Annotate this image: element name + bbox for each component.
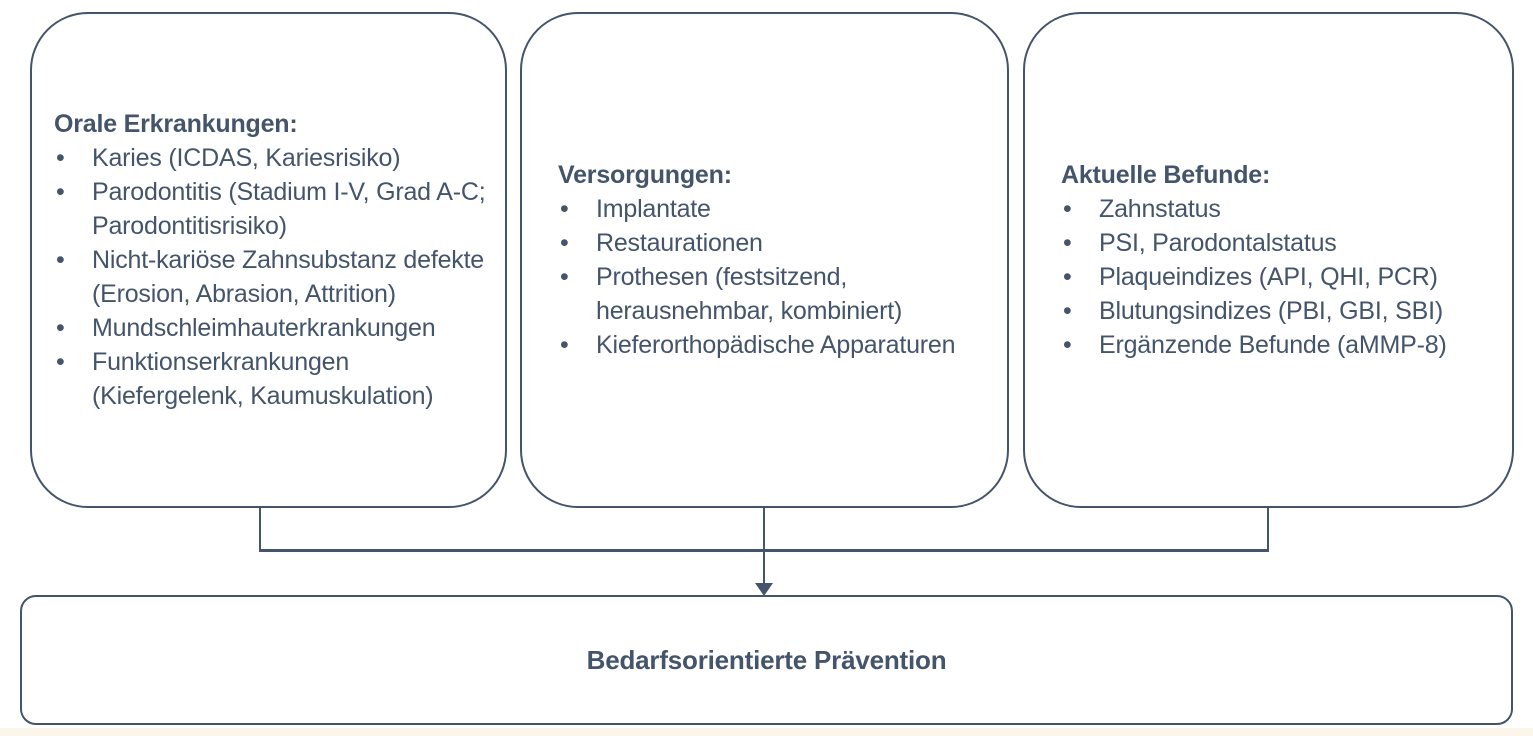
- list-item: Nicht-kariöse Zahnsubstanz defekte (Eros…: [54, 243, 487, 311]
- box-title: Orale Erkrankungen:: [54, 110, 298, 138]
- list-item: Blutungsindizes (PBI, GBI, SBI): [1061, 294, 1496, 328]
- box-aktuelle-befunde: Aktuelle Befunde: Zahnstatus PSI, Parodo…: [1023, 12, 1514, 508]
- bullet-list: Implantate Restaurationen Prothesen (fes…: [558, 192, 989, 362]
- list-item: Implantate: [558, 192, 989, 226]
- list-item: Mundschleimhauterkrankungen: [54, 311, 487, 345]
- list-item: Plaqueindizes (API, QHI, PCR): [1061, 260, 1496, 294]
- list-item: Prothesen (festsitzend, herausnehmbar, k…: [558, 260, 989, 328]
- box-title: Versorgungen:: [558, 161, 732, 189]
- list-item: Funktionserkrankungen (Kiefergelenk, Kau…: [54, 345, 487, 413]
- box-versorgungen: Versorgungen: Implantate Restaurationen …: [520, 12, 1009, 508]
- list-item: Kieferorthopädische Apparaturen: [558, 328, 989, 362]
- box-orale-erkrankungen: Orale Erkrankungen: Karies (ICDAS, Karie…: [30, 12, 507, 508]
- box-content: Aktuelle Befunde: Zahnstatus PSI, Parodo…: [1025, 158, 1512, 362]
- bullet-list: Karies (ICDAS, Kariesrisiko) Parodontiti…: [54, 141, 487, 413]
- list-item: Restaurationen: [558, 226, 989, 260]
- list-item: PSI, Parodontalstatus: [1061, 226, 1496, 260]
- connector-stem-right: [1266, 508, 1270, 551]
- bullet-list: Zahnstatus PSI, Parodontalstatus Plaquei…: [1061, 192, 1496, 362]
- connector-horizontal: [258, 549, 1270, 552]
- result-label: Bedarfsorientierte Prävention: [586, 644, 947, 675]
- connector-stem-middle: [762, 508, 766, 551]
- list-item: Ergänzende Befunde (aMMP-8): [1061, 328, 1496, 362]
- box-content: Orale Erkrankungen: Karies (ICDAS, Karie…: [32, 107, 505, 413]
- list-item: Karies (ICDAS, Kariesrisiko): [54, 141, 487, 175]
- connector-stem-left: [258, 508, 262, 551]
- arrow-down-icon: [755, 583, 773, 596]
- connector-arrow-shaft: [762, 551, 766, 584]
- box-title: Aktuelle Befunde:: [1061, 161, 1271, 189]
- bottom-strip: [0, 728, 1533, 736]
- list-item: Zahnstatus: [1061, 192, 1496, 226]
- list-item: Parodontitis (Stadium I-V, Grad A-C; Par…: [54, 175, 487, 243]
- result-box: Bedarfsorientierte Prävention: [20, 595, 1513, 725]
- box-content: Versorgungen: Implantate Restaurationen …: [522, 158, 1007, 362]
